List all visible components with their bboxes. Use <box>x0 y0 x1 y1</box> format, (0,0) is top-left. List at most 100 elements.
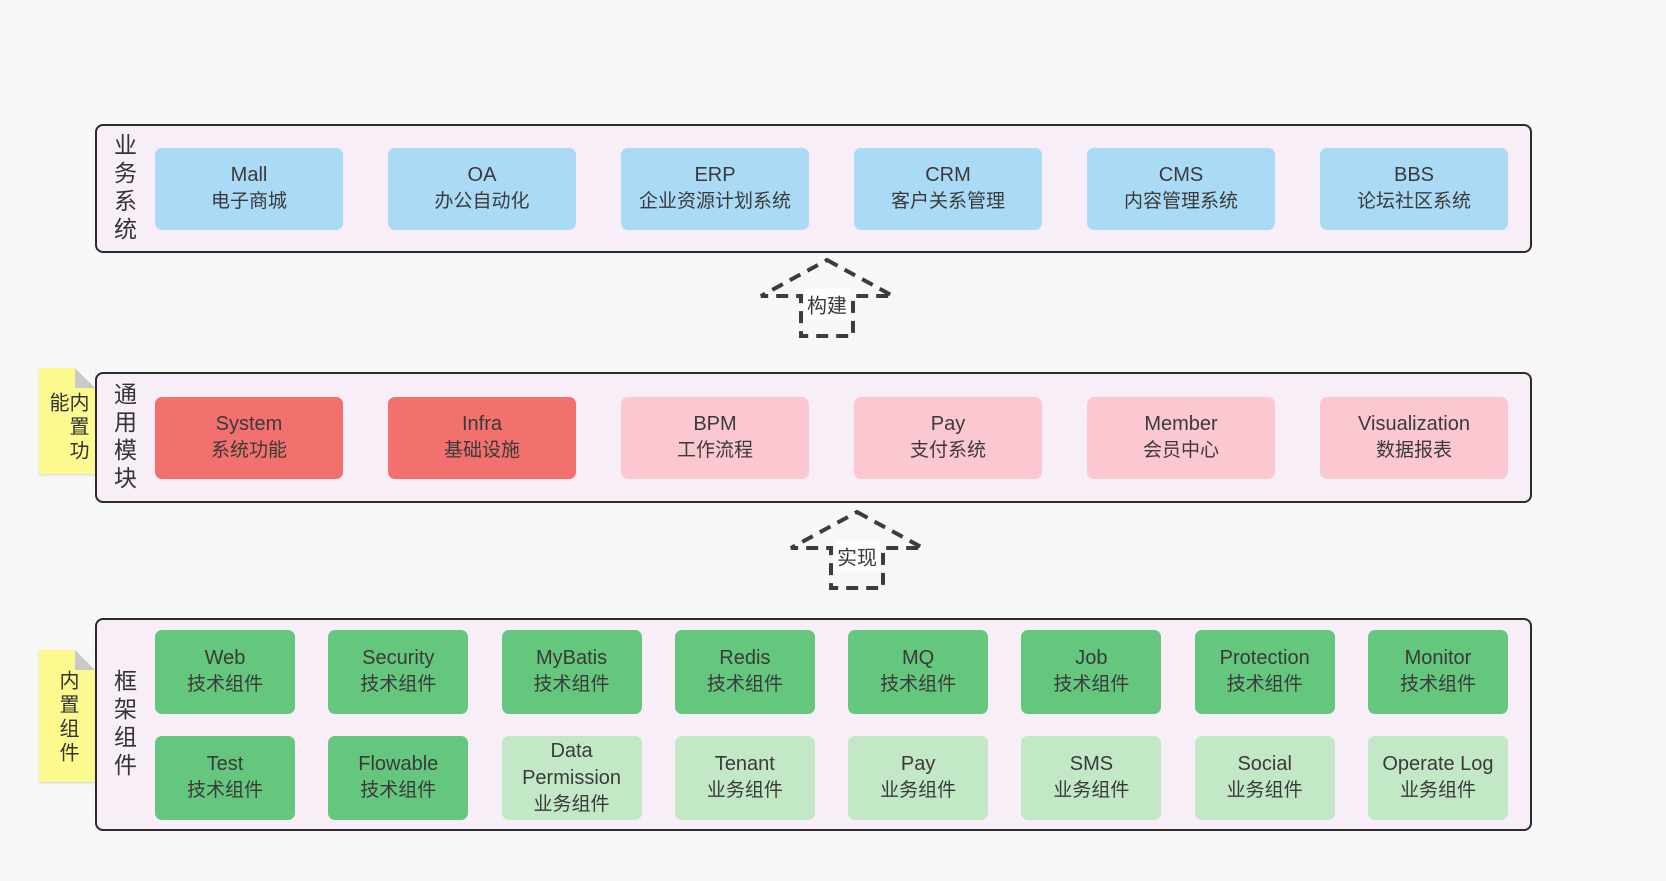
box-oa: OA 办公自动化 <box>388 147 576 230</box>
box-subtitle: 系统功能 <box>210 440 287 462</box>
box-title: Protection <box>1219 647 1310 670</box>
box-title: SMS <box>1069 753 1114 776</box>
dashed-up-arrow-icon <box>790 509 924 590</box>
box-title: System <box>215 413 283 436</box>
box-tenant: Tenant 业务组件 <box>674 735 815 820</box>
box-title: Flowable <box>358 753 439 776</box>
box-title: Data Permission <box>522 739 622 789</box>
box-test: Test 技术组件 <box>155 735 295 820</box>
box-erp: ERP 企业资源计划系统 <box>621 147 809 230</box>
box-subtitle: 技术组件 <box>880 674 957 696</box>
box-title: Visualization <box>1358 413 1470 436</box>
sticky-text: 内置功能 <box>46 392 88 464</box>
box-title: MQ <box>902 647 935 670</box>
box-title: CMS <box>1158 164 1204 187</box>
box-subtitle: 数据报表 <box>1375 440 1452 462</box>
sticky-built-in-components: 内置组件 <box>39 650 95 782</box>
box-cms: CMS 内容管理系统 <box>1087 147 1275 230</box>
box-pay: Pay 支付系统 <box>854 396 1042 479</box>
box-subtitle: 技术组件 <box>1226 674 1303 696</box>
box-subtitle: 办公自动化 <box>434 191 530 213</box>
box-subtitle: 工作流程 <box>676 440 753 462</box>
framework-components-row-2: Test 技术组件 Flowable 技术组件 Data Permission … <box>155 735 1508 820</box>
box-subtitle: 客户关系管理 <box>890 191 1005 213</box>
box-subtitle: 企业资源计划系统 <box>638 191 791 213</box>
box-title: MyBatis <box>536 647 608 670</box>
panel-framework-components-label: 框架组件 <box>97 620 149 829</box>
box-subtitle: 业务组件 <box>880 780 957 802</box>
box-title: Tenant <box>714 753 775 776</box>
box-subtitle: 技术组件 <box>186 674 263 696</box>
box-subtitle: 业务组件 <box>533 793 610 815</box>
framework-components-rows: Web 技术组件 Security 技术组件 MyBatis 技术组件 Redi… <box>149 620 1530 829</box>
panel-common-modules-label: 通用模块 <box>97 374 149 501</box>
box-subtitle: 技术组件 <box>1399 674 1476 696</box>
box-job: Job 技术组件 <box>1021 629 1162 714</box>
box-bbs: BBS 论坛社区系统 <box>1320 147 1508 230</box>
box-visualization: Visualization 数据报表 <box>1320 396 1508 479</box>
box-title: Mall <box>230 164 268 187</box>
box-title: OA <box>467 164 497 187</box>
box-subtitle: 支付系统 <box>909 440 986 462</box>
box-title: ERP <box>694 164 736 187</box>
box-operate-log: Operate Log 业务组件 <box>1367 735 1508 820</box>
box-subtitle: 技术组件 <box>533 674 610 696</box>
panel-label-text: 业务系统 <box>110 132 137 245</box>
box-title: Pay <box>900 753 936 776</box>
box-subtitle: 技术组件 <box>360 674 437 696</box>
box-subtitle: 业务组件 <box>1399 780 1476 802</box>
arrow-build-label: 构建 <box>804 288 850 320</box>
box-subtitle: 内容管理系统 <box>1123 191 1238 213</box>
box-mall: Mall 电子商城 <box>155 147 343 230</box>
box-sms: SMS 业务组件 <box>1021 735 1162 820</box>
box-subtitle: 业务组件 <box>1053 780 1130 802</box>
box-title: BPM <box>693 413 737 436</box>
box-subtitle: 技术组件 <box>186 780 263 802</box>
panel-business-systems: 业务系统 Mall 电子商城 OA 办公自动化 ERP 企业资源计划系统 CRM… <box>95 124 1532 253</box>
box-title: Job <box>1075 647 1108 670</box>
box-pay-business: Pay 业务组件 <box>848 735 989 820</box>
box-social: Social 业务组件 <box>1194 735 1335 820</box>
box-title: Monitor <box>1404 647 1472 670</box>
panel-label-text: 框架组件 <box>110 668 137 781</box>
box-flowable: Flowable 技术组件 <box>328 735 469 820</box>
framework-components-row-1: Web 技术组件 Security 技术组件 MyBatis 技术组件 Redi… <box>155 629 1508 714</box>
box-subtitle: 技术组件 <box>706 674 783 696</box>
panel-label-text: 通用模块 <box>110 381 137 494</box>
box-title: Member <box>1144 413 1218 436</box>
box-subtitle: 技术组件 <box>1053 674 1130 696</box>
box-title: Operate Log <box>1382 753 1494 776</box>
box-data-permission: Data Permission 业务组件 <box>501 735 642 820</box>
box-subtitle: 技术组件 <box>360 780 437 802</box>
dashed-up-arrow-icon <box>760 257 894 338</box>
box-security: Security 技术组件 <box>328 629 469 714</box>
box-subtitle: 基础设施 <box>443 440 520 462</box>
box-title: BBS <box>1393 164 1435 187</box>
box-member: Member 会员中心 <box>1087 396 1275 479</box>
box-infra: Infra 基础设施 <box>388 396 576 479</box>
box-subtitle: 业务组件 <box>706 780 783 802</box>
box-web: Web 技术组件 <box>155 629 295 714</box>
box-mq: MQ 技术组件 <box>848 629 989 714</box>
sticky-text: 内置组件 <box>56 670 78 766</box>
box-system: System 系统功能 <box>155 396 343 479</box>
box-title: Infra <box>461 413 503 436</box>
box-subtitle: 论坛社区系统 <box>1356 191 1471 213</box>
common-modules-boxes: System 系统功能 Infra 基础设施 BPM 工作流程 Pay 支付系统… <box>149 374 1530 501</box>
box-crm: CRM 客户关系管理 <box>854 147 1042 230</box>
arrow-implement: 实现 <box>787 508 927 592</box>
panel-framework-components: 框架组件 Web 技术组件 Security 技术组件 MyBatis 技术组件… <box>95 618 1532 831</box>
box-redis: Redis 技术组件 <box>674 629 815 714</box>
business-systems-boxes: Mall 电子商城 OA 办公自动化 ERP 企业资源计划系统 CRM 客户关系… <box>149 126 1530 251</box>
panel-common-modules: 通用模块 System 系统功能 Infra 基础设施 BPM 工作流程 Pay… <box>95 372 1532 503</box>
box-title: Security <box>362 647 435 670</box>
box-title: Pay <box>930 413 966 436</box>
box-title: Redis <box>719 647 771 670</box>
box-mybatis: MyBatis 技术组件 <box>501 629 642 714</box>
box-subtitle: 会员中心 <box>1142 440 1219 462</box>
box-subtitle: 业务组件 <box>1226 780 1303 802</box>
sticky-built-in-features: 内置功能 <box>39 368 95 474</box>
box-title: Web <box>204 647 246 670</box>
box-title: CRM <box>925 164 971 187</box>
